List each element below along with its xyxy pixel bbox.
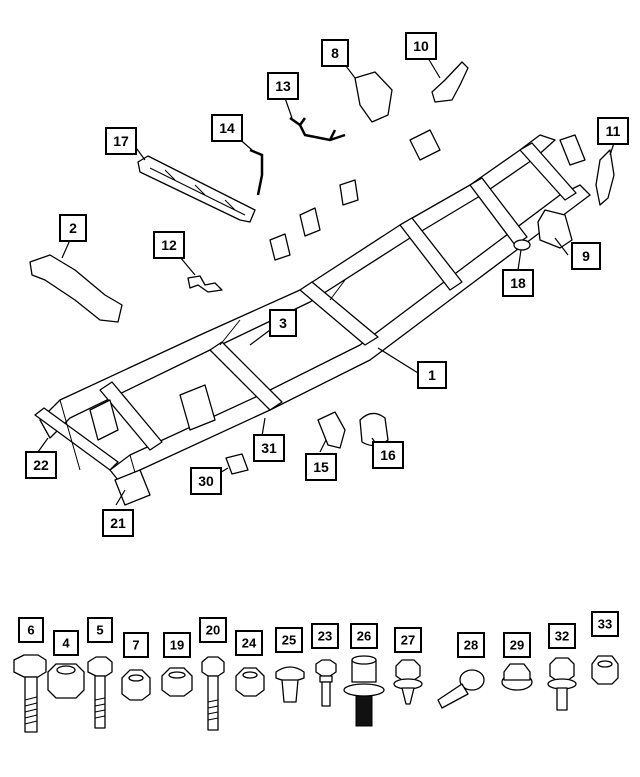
svg-text:26: 26	[357, 629, 371, 644]
hw-label-29: 29	[503, 632, 531, 658]
bracket-rod[interactable]	[289, 116, 346, 142]
clip-12[interactable]	[187, 275, 223, 293]
svg-text:17: 17	[113, 133, 129, 149]
nut-7[interactable]	[121, 669, 151, 701]
bolt-28[interactable]	[437, 669, 485, 709]
nut-4[interactable]	[47, 663, 85, 699]
callout-15: 15	[305, 453, 337, 481]
svg-text:32: 32	[555, 629, 569, 644]
bracket-15[interactable]	[317, 411, 346, 449]
svg-text:20: 20	[206, 623, 220, 638]
washer-18[interactable]	[513, 239, 531, 251]
clip-30[interactable]	[225, 453, 249, 475]
svg-text:31: 31	[261, 440, 277, 456]
hw-label-5: 5	[87, 617, 113, 643]
svg-text:24: 24	[242, 636, 257, 651]
mount-bracket-9[interactable]	[537, 209, 573, 249]
callout-18: 18	[502, 269, 534, 297]
bent-rod[interactable]	[249, 148, 264, 196]
svg-text:6: 6	[27, 623, 34, 638]
svg-text:11: 11	[606, 123, 621, 139]
hw-label-4: 4	[53, 630, 79, 656]
hw-label-20: 20	[199, 617, 227, 643]
callout-8: 8	[321, 39, 349, 67]
svg-text:22: 22	[33, 457, 49, 473]
callout-21: 21	[102, 509, 134, 537]
svg-text:25: 25	[282, 633, 296, 648]
svg-text:13: 13	[275, 78, 291, 94]
bolt-20[interactable]	[201, 656, 225, 731]
hanger-11[interactable]	[595, 149, 615, 206]
callout-11: 11	[597, 117, 629, 145]
callout-16: 16	[372, 441, 404, 469]
callout-31: 31	[253, 434, 285, 462]
hw-label-33: 33	[591, 611, 619, 637]
callout-17: 17	[105, 127, 137, 155]
hw-label-32: 32	[548, 623, 576, 649]
svg-text:23: 23	[318, 629, 332, 644]
hw-label-25: 25	[275, 627, 303, 653]
body-mount-bracket[interactable]	[354, 71, 393, 123]
frame-assembly[interactable]	[34, 129, 591, 506]
svg-text:9: 9	[582, 248, 590, 264]
callout-22: 22	[25, 451, 57, 479]
nut-24[interactable]	[235, 667, 265, 697]
hw-label-24: 24	[235, 630, 263, 656]
svg-text:27: 27	[401, 633, 415, 648]
skid-plate[interactable]	[137, 155, 256, 223]
callout-1: 1	[417, 361, 447, 389]
svg-text:12: 12	[161, 237, 177, 253]
callout-3: 3	[269, 309, 297, 337]
svg-text:10: 10	[413, 38, 429, 54]
bolt-5[interactable]	[87, 656, 113, 729]
hw-label-26: 26	[350, 623, 378, 649]
callout-2: 2	[59, 214, 87, 242]
svg-text:33: 33	[598, 617, 612, 632]
svg-text:14: 14	[219, 120, 235, 136]
svg-text:19: 19	[170, 638, 184, 653]
svg-text:29: 29	[510, 638, 524, 653]
hw-label-7: 7	[123, 632, 149, 658]
svg-text:8: 8	[331, 45, 339, 61]
nut-19[interactable]	[161, 667, 193, 697]
hanger-10[interactable]	[431, 61, 469, 103]
svg-text:2: 2	[69, 220, 77, 236]
callout-30: 30	[190, 467, 222, 495]
svg-text:21: 21	[110, 515, 126, 531]
svg-text:16: 16	[380, 447, 396, 463]
clip-nut-25[interactable]	[275, 666, 305, 703]
bolt-32[interactable]	[547, 657, 577, 711]
hw-label-27: 27	[394, 627, 422, 653]
svg-text:5: 5	[96, 623, 103, 638]
hw-label-19: 19	[163, 632, 191, 658]
callout-12: 12	[153, 231, 185, 259]
hw-label-23: 23	[311, 623, 339, 649]
hardware-row: 6 4 5 7 19 20	[13, 611, 619, 733]
screw-23[interactable]	[315, 659, 337, 707]
flange-bolt-27[interactable]	[393, 659, 423, 705]
svg-text:7: 7	[132, 638, 139, 653]
front-rail-bracket[interactable]	[29, 254, 123, 323]
flange-bolt-6[interactable]	[13, 654, 47, 733]
svg-text:18: 18	[510, 275, 526, 291]
callout-14: 14	[211, 114, 243, 142]
hw-label-6: 6	[18, 617, 44, 643]
stud-26[interactable]	[343, 655, 385, 727]
svg-text:15: 15	[313, 459, 329, 475]
nut-33[interactable]	[591, 655, 619, 685]
bushing-16[interactable]	[359, 412, 389, 447]
svg-text:3: 3	[279, 315, 287, 331]
svg-text:4: 4	[62, 636, 70, 651]
svg-text:1: 1	[428, 367, 436, 383]
svg-text:28: 28	[464, 638, 478, 653]
nut-29[interactable]	[501, 663, 533, 691]
hw-label-28: 28	[457, 632, 485, 658]
callout-13: 13	[267, 72, 299, 100]
callout-9: 9	[571, 242, 601, 270]
svg-text:30: 30	[198, 473, 214, 489]
callout-10: 10	[405, 32, 437, 60]
